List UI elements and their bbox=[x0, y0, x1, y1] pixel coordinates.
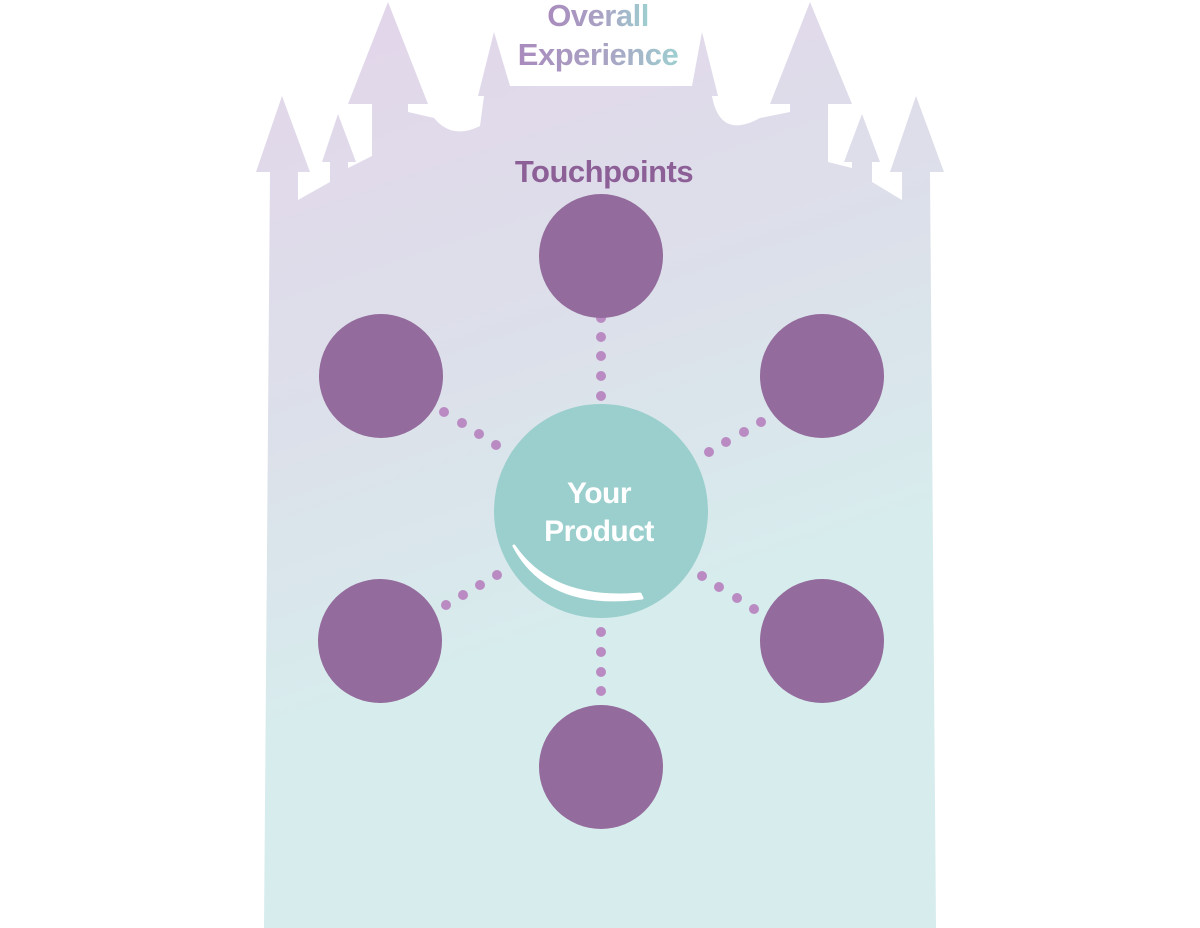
product-label-line-1: Your bbox=[567, 477, 632, 510]
touchpoint-bottom bbox=[539, 705, 663, 829]
connectors bbox=[439, 313, 766, 696]
connector-bottom-right bbox=[697, 571, 759, 614]
connector-top-left bbox=[439, 407, 501, 450]
connector-bottom-left bbox=[441, 570, 502, 610]
product-circle bbox=[494, 404, 708, 618]
touchpoint-top bbox=[539, 194, 663, 318]
touchpoint-nodes bbox=[318, 194, 884, 829]
header-line-2: Experience bbox=[518, 37, 679, 72]
touchpoint-bottom-right bbox=[760, 579, 884, 703]
touchpoint-top-right bbox=[760, 314, 884, 438]
product-node: Your Product bbox=[494, 404, 708, 618]
touchpoint-top-left bbox=[319, 314, 443, 438]
connector-bottom bbox=[596, 627, 606, 696]
product-label-line-2: Product bbox=[544, 515, 654, 548]
connector-top-right bbox=[704, 417, 766, 457]
touchpoints-label: Touchpoints bbox=[515, 154, 693, 189]
header-line-1: Overall bbox=[547, 0, 649, 33]
product-highlight bbox=[512, 544, 644, 602]
touchpoint-bottom-left bbox=[318, 579, 442, 703]
